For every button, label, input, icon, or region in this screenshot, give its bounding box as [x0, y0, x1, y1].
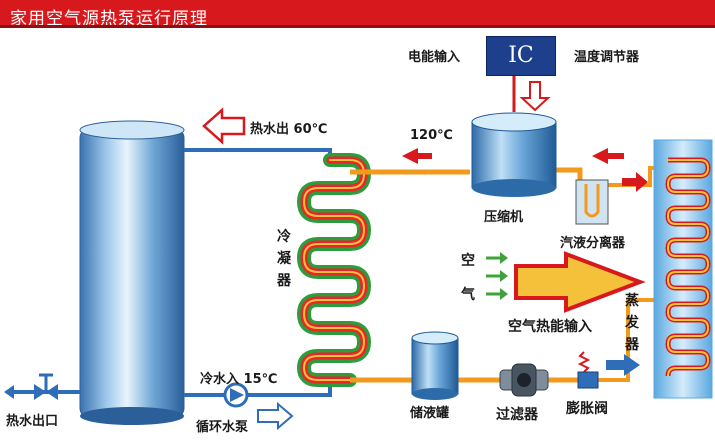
- header-band: [0, 25, 715, 28]
- evaporator: [653, 139, 713, 399]
- page-title: 家用空气源热泵运行原理: [10, 9, 208, 29]
- expansion-valve-icon[interactable]: [577, 351, 599, 389]
- outlet-valve-icon[interactable]: [34, 373, 58, 400]
- electric-input-label: 电能输入: [408, 50, 461, 65]
- thermostat-label: 温度调节器: [574, 50, 640, 65]
- hot-water-pipe: [184, 148, 332, 160]
- compressor: [471, 112, 557, 197]
- compressor-label: 压缩机: [484, 210, 524, 225]
- air-flow-arrows: [486, 252, 508, 300]
- condenser-coil: [296, 153, 372, 387]
- evaporator-outlet-arrow-icon: [606, 354, 640, 376]
- liquid-tank: [411, 331, 459, 400]
- air-arrow-1-icon: [486, 252, 508, 264]
- thermostat-arrow-icon: [519, 81, 551, 112]
- header-bar: 家用空气源热泵运行原理: [0, 0, 715, 29]
- condenser-text: 冷凝器: [277, 229, 291, 289]
- heat-input-arrow-icon: [514, 251, 646, 313]
- air-label-2: 气: [461, 287, 475, 303]
- air-arrow-3-icon: [486, 288, 508, 300]
- hot-water-outlet-label: 热水出口: [6, 414, 59, 429]
- circulation-pump-label: 循环水泵: [196, 420, 249, 435]
- filter-label: 过滤器: [496, 407, 538, 423]
- evaporator-label: 蒸发器: [624, 290, 640, 356]
- air-heat-input-label: 空气热能输入: [508, 319, 592, 335]
- flow-arrow-separator-icon: [592, 148, 624, 164]
- expansion-valve-label: 膨胀阀: [566, 401, 608, 417]
- separator-label: 汽液分离器: [560, 236, 626, 251]
- evaporator-text: 蒸发器: [625, 293, 639, 353]
- flow-arrow-120-icon: [402, 148, 432, 164]
- water-tank: [79, 120, 185, 425]
- air-arrow-2-icon: [486, 270, 508, 282]
- ic-controller[interactable]: IC: [486, 36, 556, 76]
- outlet-arrow-icon: [4, 385, 14, 399]
- air-label-1: 空: [461, 253, 475, 269]
- evaporator-inlet-arrow-icon: [622, 172, 648, 192]
- gas-liquid-separator: [575, 179, 609, 225]
- circulation-pump-icon[interactable]: [223, 382, 249, 408]
- cold-water-in-label: 冷水入 15℃: [200, 372, 278, 387]
- liquid-tank-label: 储液罐: [410, 406, 450, 421]
- condenser-label: 冷凝器: [276, 226, 292, 292]
- temp-120-label: 120℃: [410, 128, 453, 143]
- hot-water-arrow-icon: [202, 107, 246, 145]
- hot-water-out-label: 热水出 60℃: [250, 122, 328, 137]
- filter-icon: [499, 363, 549, 397]
- cold-water-arrow-icon: [257, 401, 294, 431]
